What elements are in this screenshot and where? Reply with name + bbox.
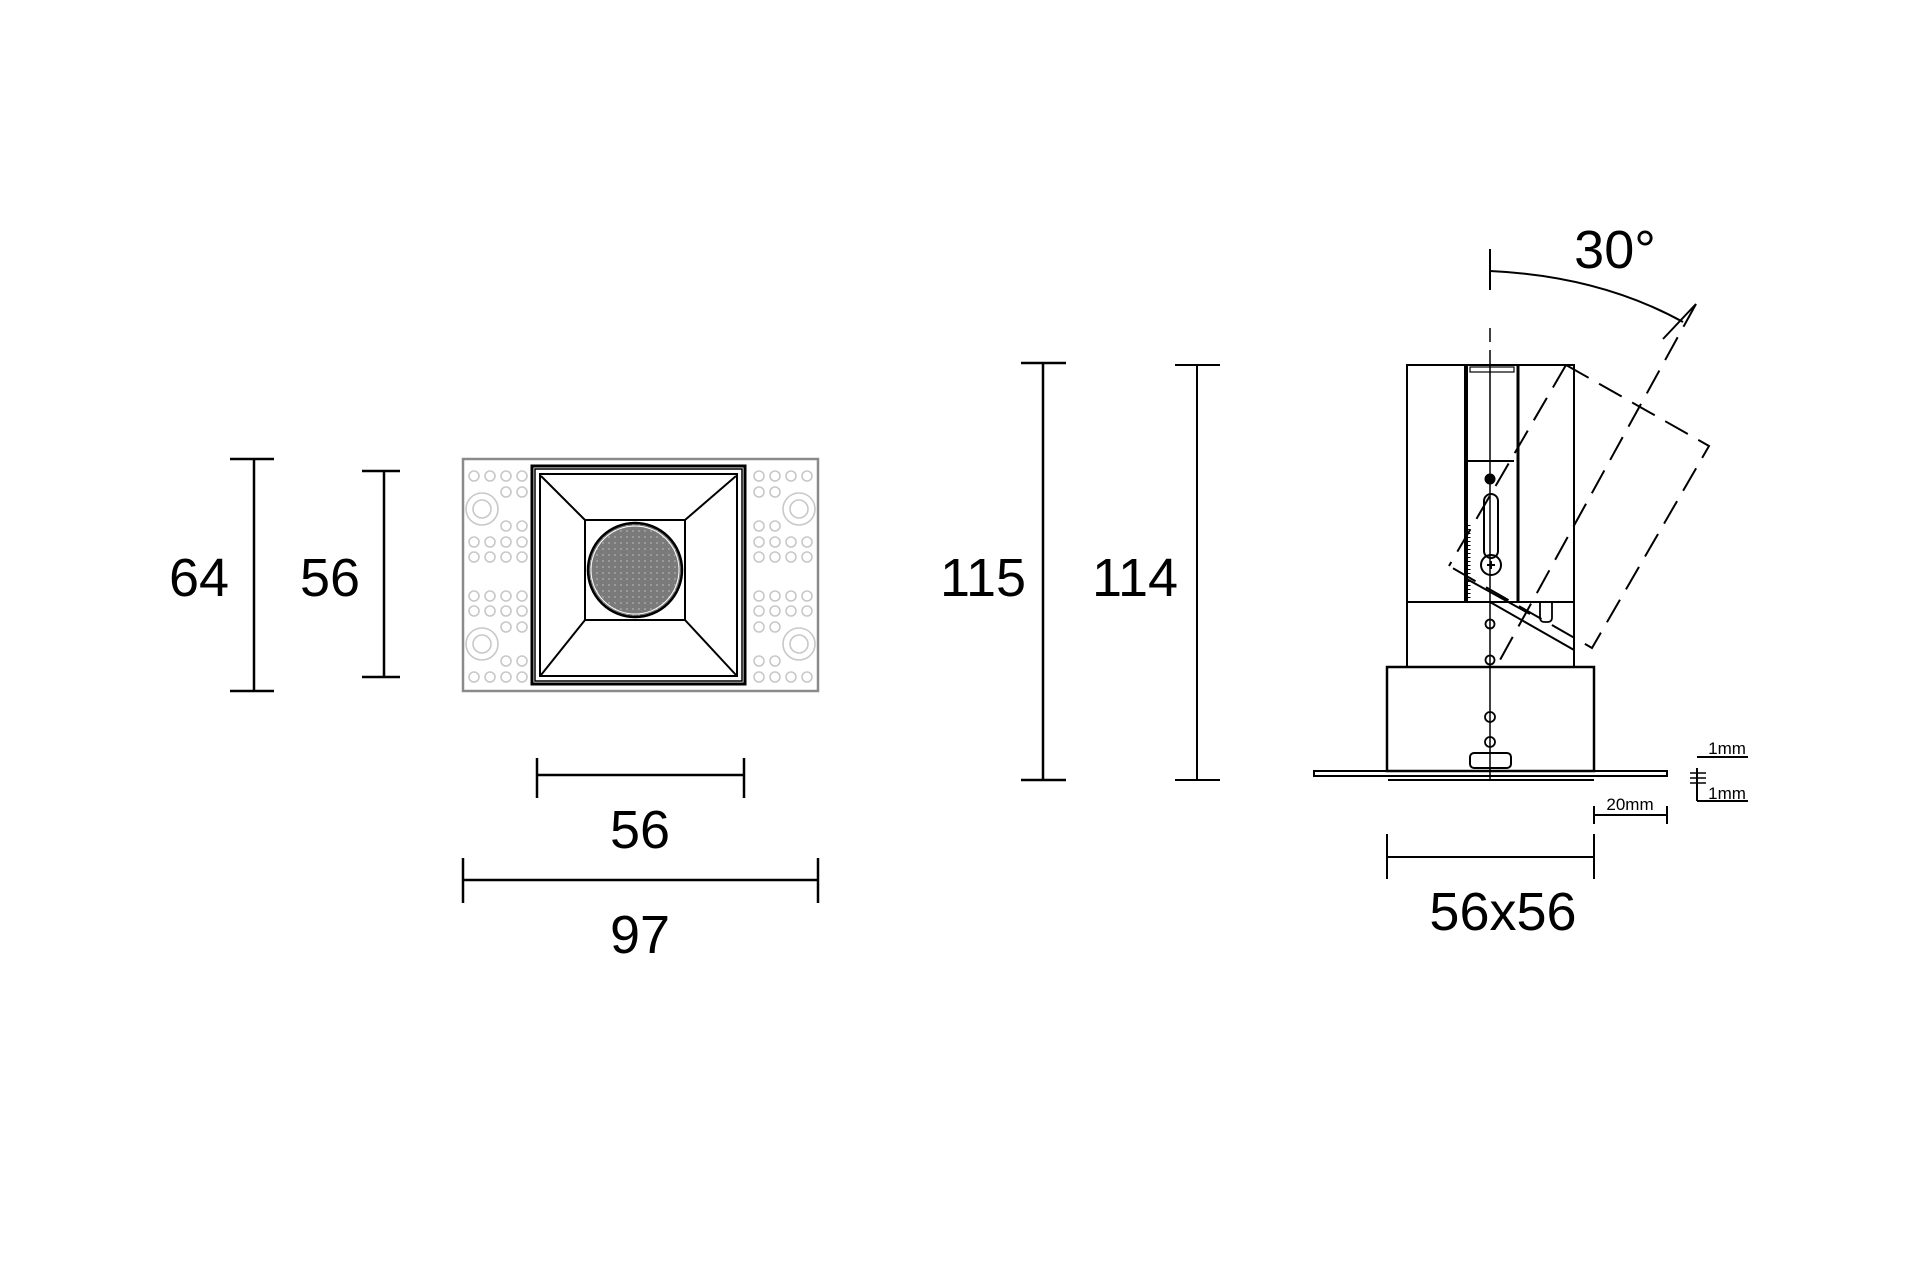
label-tilt-angle: 30°: [1574, 220, 1656, 280]
label-height-inner: 56: [300, 548, 360, 608]
label-width-inner: 56: [610, 800, 670, 860]
lens: [586, 521, 684, 619]
label-height-total: 115: [940, 548, 1026, 608]
label-flange-bottom: 1mm: [1708, 784, 1746, 803]
dimension-width-inner: [535, 758, 746, 798]
reflector-square: [530, 464, 747, 686]
side-view: [1313, 249, 1748, 879]
label-flange-overhang: 20mm: [1606, 795, 1653, 814]
dimension-height-inner: [362, 469, 400, 679]
plaster-pattern-right: [753, 470, 816, 683]
dimension-height-total: [1021, 361, 1066, 782]
label-flange-top: 1mm: [1708, 739, 1746, 758]
front-view: [461, 457, 820, 693]
dimension-height-outer: [230, 457, 274, 693]
label-height-body: 114: [1092, 548, 1178, 608]
label-height-outer: 64: [169, 548, 229, 608]
dimension-height-body: [1175, 364, 1220, 781]
plaster-pattern-left: [465, 470, 528, 683]
dimension-width-outer: [461, 858, 820, 903]
label-cutout: 56x56: [1429, 882, 1576, 942]
label-width-outer: 97: [610, 905, 670, 965]
